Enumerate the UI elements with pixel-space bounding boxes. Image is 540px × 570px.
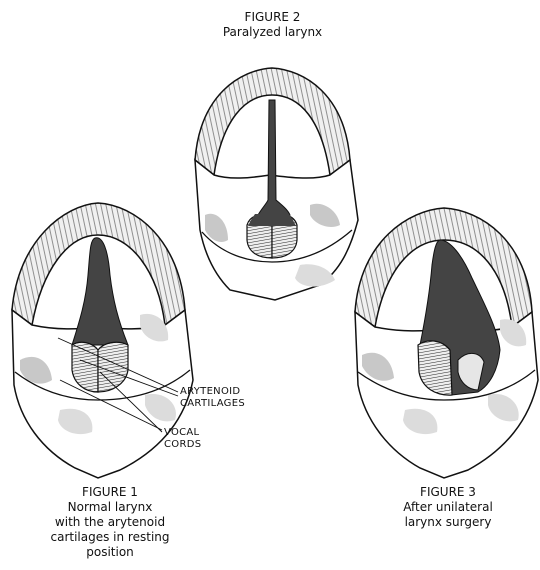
figure1-title: FIGURE 1 — [20, 485, 200, 500]
arytenoid-label-line: CARTILAGES — [180, 398, 245, 410]
figure2-paralyzed-larynx-drawing — [195, 68, 358, 300]
figure2-caption: FIGURE 2 Paralyzed larynx — [205, 10, 340, 40]
figure3-caption: FIGURE 3 After unilateral larynx surgery — [378, 485, 518, 530]
figure1-caption-line: position — [20, 545, 200, 560]
arytenoid-label-line: ARYTENOID — [180, 386, 245, 398]
figure1-glottis — [72, 238, 128, 345]
figure1-caption-line: cartilages in resting — [20, 530, 200, 545]
arytenoid-cartilages-label: ARYTENOID CARTILAGES — [180, 386, 245, 410]
vocal-label-line: CORDS — [164, 439, 201, 451]
figure3-caption-line: larynx surgery — [378, 515, 518, 530]
vocal-cords-label: VOCAL CORDS — [164, 427, 201, 451]
figure1-caption-line: with the arytenoid — [20, 515, 200, 530]
figure2-title: FIGURE 2 — [205, 10, 340, 25]
figure1-caption: FIGURE 1 Normal larynx with the arytenoi… — [20, 485, 200, 560]
figure3-title: FIGURE 3 — [378, 485, 518, 500]
vocal-label-line: VOCAL — [164, 427, 201, 439]
figure3-post-surgery-larynx-drawing — [355, 208, 538, 478]
figure1-caption-line: Normal larynx — [20, 500, 200, 515]
figure2-subtitle: Paralyzed larynx — [205, 25, 340, 40]
figure3-caption-line: After unilateral — [378, 500, 518, 515]
